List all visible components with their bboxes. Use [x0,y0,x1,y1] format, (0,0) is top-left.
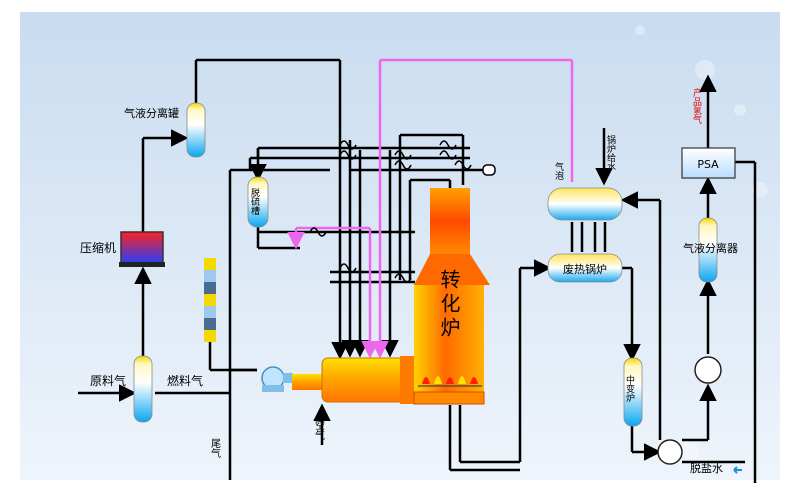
tail-gas-label: 尾气 [209,438,221,458]
raw-gas-vessel[interactable] [133,355,153,423]
waste-heat-boiler[interactable] [547,253,623,283]
striped-column [204,258,216,342]
cooler[interactable] [694,356,722,384]
burner-nozzle [292,374,322,390]
reformer-furnace[interactable] [413,188,490,405]
raw-gas-label: 原料气 [90,373,126,388]
heat-exchanger[interactable] [657,439,683,465]
blower-icon[interactable] [261,366,293,392]
product-h2-label: 产品氢气 [691,87,702,124]
gas-liquid-separator[interactable] [698,217,718,283]
shift-converter[interactable] [623,357,643,427]
psa-unit[interactable] [681,147,736,179]
burner-body[interactable] [321,356,414,404]
process-pipes [78,58,757,483]
gas-liquid-tank-label: 气液分离罐 [124,106,179,120]
coil-marks [309,140,472,283]
psa-label: PSA [697,158,719,171]
compressor-label: 压缩机 [80,240,116,255]
desulfurizer-label: 脱硫槽 [249,187,260,216]
waste-heat-boiler-label: 废热锅炉 [563,262,607,276]
shift-converter-label: 中变炉 [624,374,635,403]
compressor-icon[interactable] [119,231,165,267]
scroll-arrow-icon [733,466,742,474]
steam-drum[interactable] [547,187,623,221]
flame-icons [422,376,478,384]
boiler-feed-label: 锅炉给水 [605,135,616,171]
steam-pipes [287,58,574,359]
desulfurizer-vessel[interactable] [247,176,269,228]
reformer-label: 转化炉 [437,269,461,341]
air-label: 空气 [313,419,325,440]
steam-drum-label: 气泡 [553,161,564,180]
nozzle-icon [482,164,496,176]
fuel-gas-label: 燃料气 [167,373,203,388]
desalted-water-label: 脱盐水 [690,461,723,475]
gas-liquid-separator-label: 气液分离器 [683,241,738,255]
gas-liquid-separator-tank[interactable] [186,102,206,158]
